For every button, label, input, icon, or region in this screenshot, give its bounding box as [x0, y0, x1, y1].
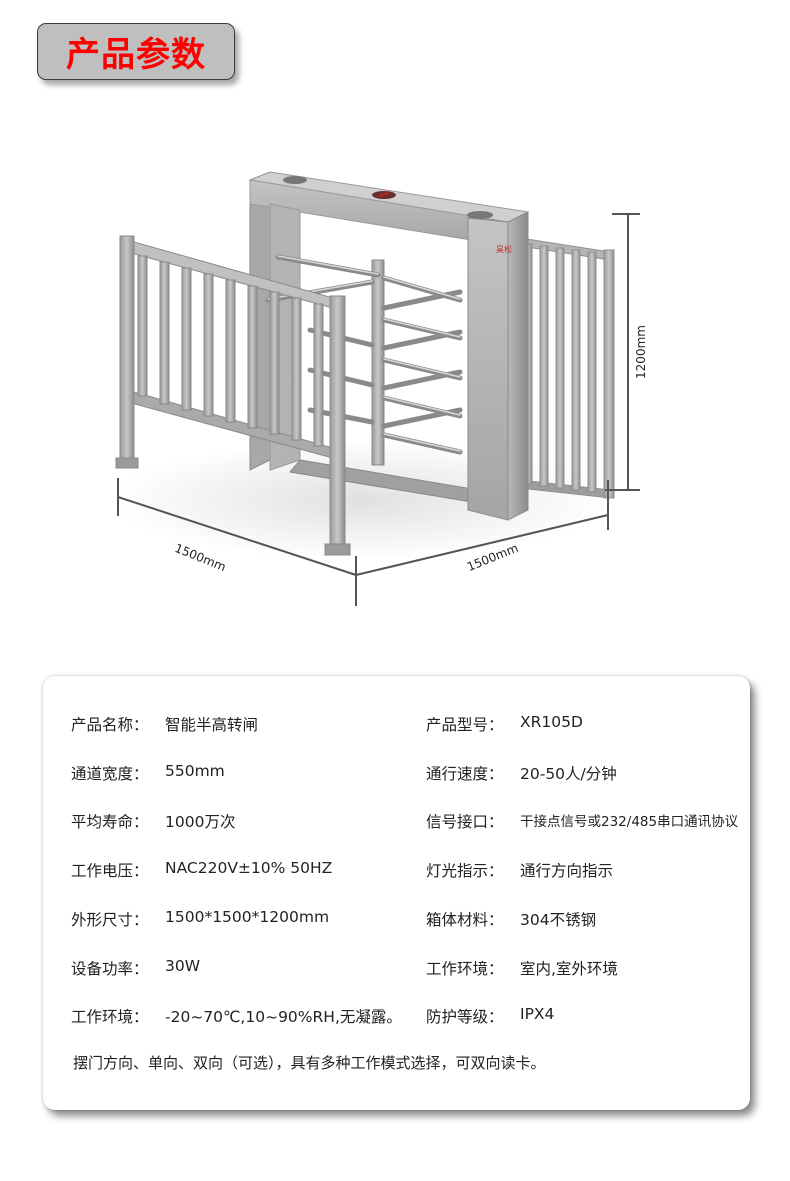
spec-label: 工作电压： [71, 862, 149, 880]
spec-row-pass-speed: 通行速度： 20-50人/分钟 [426, 762, 617, 784]
spec-row-environment-location: 工作环境： 室内,室外环境 [426, 957, 618, 979]
spec-row-product-name: 产品名称： 智能半高转闸 [71, 713, 258, 735]
spec-value: 通行方向指示 [520, 862, 614, 880]
spec-row-channel-width: 通道宽度： 550mm [71, 762, 225, 784]
section-title: 产品参数 [66, 35, 206, 75]
spec-value: 30W [165, 957, 201, 975]
spec-value: 20-50人/分钟 [520, 765, 617, 783]
spec-value: 304不锈钢 [520, 911, 597, 929]
spec-value: 1000万次 [165, 813, 236, 831]
spec-note: 摆门方向、单向、双向（可选），具有多种工作模式选择，可双向读卡。 [73, 1054, 546, 1072]
spec-value: XR105D [520, 713, 583, 731]
spec-row-dimensions: 外形尺寸： 1500*1500*1200mm [71, 908, 329, 930]
spec-row-protection-grade: 防护等级： IPX4 [426, 1005, 554, 1027]
spec-label: 产品型号： [426, 716, 504, 734]
spec-value: 550mm [165, 762, 225, 780]
spec-label: 工作环境： [426, 960, 504, 978]
spec-value: 1500*1500*1200mm [165, 908, 330, 926]
spec-value: 室内,室外环境 [520, 960, 618, 978]
spec-label: 平均寿命： [71, 813, 149, 831]
spec-value: 智能半高转闸 [165, 716, 259, 734]
product-image-turnstile: 昊松 [100, 160, 680, 620]
spec-label: 箱体材料： [426, 911, 504, 929]
spec-label: 灯光指示： [426, 862, 504, 880]
spec-value: NAC220V±10% 50HZ [165, 859, 333, 877]
spec-row-power: 设备功率： 30W [71, 957, 200, 979]
spec-row-light-indicator: 灯光指示： 通行方向指示 [426, 859, 613, 881]
spec-label: 通道宽度： [71, 765, 149, 783]
spec-value: IPX4 [520, 1005, 555, 1023]
spec-row-signal-interface: 信号接口： 干接点信号或232/485串口通讯协议 [426, 810, 738, 832]
spec-row-environment-temp: 工作环境： -20~70℃,10~90%RH,无凝露。 [71, 1005, 402, 1027]
spec-row-voltage: 工作电压： NAC220V±10% 50HZ [71, 859, 332, 881]
spec-label: 通行速度： [426, 765, 504, 783]
spec-card: 产品名称： 智能半高转闸 通道宽度： 550mm 平均寿命： 1000万次 工作… [43, 676, 750, 1110]
spec-label: 信号接口： [426, 813, 504, 831]
spec-label: 工作环境： [71, 1008, 149, 1026]
spec-label: 产品名称： [71, 716, 149, 734]
spec-label: 外形尺寸： [71, 911, 149, 929]
spec-value: 干接点信号或232/485串口通讯协议 [520, 814, 739, 830]
spec-row-material: 箱体材料： 304不锈钢 [426, 908, 596, 930]
spec-label: 设备功率： [71, 960, 149, 978]
spec-value: -20~70℃,10~90%RH,无凝露。 [165, 1008, 402, 1026]
dimension-height: 1200mm [633, 325, 648, 379]
section-title-badge: 产品参数 [37, 23, 235, 80]
spec-row-model: 产品型号： XR105D [426, 713, 583, 735]
spec-label: 防护等级： [426, 1008, 504, 1026]
svg-text:昊松: 昊松 [496, 244, 512, 254]
spec-row-lifespan: 平均寿命： 1000万次 [71, 810, 235, 832]
